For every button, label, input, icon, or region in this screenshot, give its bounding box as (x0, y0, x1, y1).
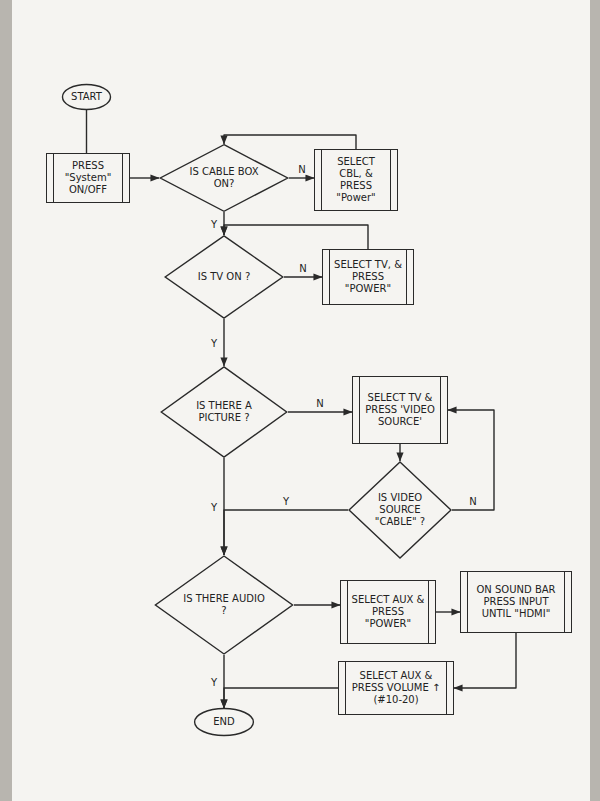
text-wrap: IS THERE A PICTURE ? (186, 400, 263, 424)
flow-connector (224, 135, 356, 149)
branch-label: Y (209, 338, 219, 349)
node-text: ON SOUND BAR PRESS INPUT UNTIL "HDMI" (471, 584, 561, 620)
diamond-shape (155, 556, 292, 654)
side-bar (406, 250, 407, 304)
text-wrap: SELECT CBL, & PRESS "Power" (325, 156, 387, 204)
branch-label: N (297, 263, 308, 274)
diamond-shape (165, 236, 283, 318)
node-text: START (71, 91, 102, 103)
text-wrap: IS THERE AUDIO ? (182, 593, 266, 617)
side-bar (122, 154, 123, 202)
text-wrap: ON SOUND BAR PRESS INPUT UNTIL "HDMI" (471, 584, 561, 620)
flow-connector (454, 633, 516, 688)
diamond-shape (349, 462, 451, 558)
text-wrap: SELECT AUX & PRESS "POWER" (351, 594, 425, 630)
process-box: PRESS "System" ON/OFF (46, 153, 130, 203)
flow-connector (224, 510, 348, 555)
process-box: SELECT AUX & PRESS VOLUME ↑ (#10-20) (338, 661, 454, 715)
side-bar (329, 250, 330, 304)
text-wrap: SELECT AUX & PRESS VOLUME ↑ (#10-20) (349, 670, 443, 706)
terminal-oval: END (194, 708, 254, 736)
branch-label: Y (209, 677, 219, 688)
text-wrap: PRESS "System" ON/OFF (57, 160, 119, 196)
text-wrap: SELECT TV, & PRESS "POWER" (333, 259, 403, 295)
side-bar (345, 662, 346, 714)
side-bar (359, 377, 360, 443)
process-box: ON SOUND BAR PRESS INPUT UNTIL "HDMI" (460, 571, 572, 633)
diamond-shape (160, 145, 287, 212)
paper-sheet (12, 0, 590, 801)
decision-diamond: IS TV ON ? (164, 235, 284, 319)
node-text: IS THERE AUDIO ? (182, 593, 266, 617)
branch-label: Y (209, 219, 219, 230)
text-wrap: IS VIDEO SOURCE "CABLE" ? (369, 492, 431, 528)
flow-connector (223, 458, 224, 555)
diamond-shape (161, 367, 286, 457)
decision-diamond: IS THERE AUDIO ? (154, 555, 294, 655)
flow-connector (223, 655, 224, 708)
flow-connector (436, 611, 460, 612)
side-bar (390, 150, 391, 210)
flow-connector (224, 225, 368, 249)
decision-diamond: IS VIDEO SOURCE "CABLE" ? (348, 461, 452, 559)
side-bar (564, 572, 565, 632)
terminal-oval: START (62, 84, 111, 110)
node-text: PRESS "System" ON/OFF (57, 160, 119, 196)
process-box: SELECT CBL, & PRESS "Power" (314, 149, 398, 211)
side-bar (321, 150, 322, 210)
branch-label: Y (209, 502, 219, 513)
decision-diamond: IS THERE A PICTURE ? (160, 366, 288, 458)
process-box: SELECT AUX & PRESS "POWER" (340, 580, 436, 644)
flow-connector (289, 177, 314, 178)
text-wrap: END (213, 716, 235, 728)
node-text: END (213, 716, 235, 728)
side-bar (446, 662, 447, 714)
flow-connector (223, 319, 224, 366)
flow-connector (130, 177, 159, 178)
flow-connector (399, 444, 400, 461)
oval-shape (195, 709, 254, 736)
node-text: SELECT AUX & PRESS VOLUME ↑ (#10-20) (349, 670, 443, 706)
side-bar (347, 581, 348, 643)
branch-label: N (314, 398, 325, 409)
text-wrap: SELECT TV & PRESS 'VIDEO SOURCE' (363, 392, 437, 428)
node-text: IS CABLE BOX ON? (185, 166, 263, 190)
node-text: IS THERE A PICTURE ? (186, 400, 263, 424)
node-text: IS TV ON ? (188, 271, 260, 283)
text-wrap: IS CABLE BOX ON? (185, 166, 263, 190)
side-bar (467, 572, 468, 632)
flow-connector (448, 410, 494, 510)
flow-connector (224, 688, 338, 708)
branch-label: Y (281, 496, 291, 507)
side-bar (440, 377, 441, 443)
branch-label: N (467, 496, 478, 507)
decision-diamond: IS CABLE BOX ON? (159, 144, 289, 212)
node-text: SELECT AUX & PRESS "POWER" (351, 594, 425, 630)
node-text: SELECT TV & PRESS 'VIDEO SOURCE' (363, 392, 437, 428)
node-text: IS VIDEO SOURCE "CABLE" ? (369, 492, 431, 528)
oval-shape (62, 85, 110, 110)
text-wrap: START (71, 91, 102, 103)
node-text: SELECT CBL, & PRESS "Power" (325, 156, 387, 204)
flow-connector (288, 411, 352, 412)
side-bar (428, 581, 429, 643)
process-box: SELECT TV & PRESS 'VIDEO SOURCE' (352, 376, 448, 444)
node-text: SELECT TV, & PRESS "POWER" (333, 259, 403, 295)
flow-connector (284, 276, 322, 277)
flow-connector (294, 604, 340, 605)
side-bar (53, 154, 54, 202)
text-wrap: IS TV ON ? (188, 271, 260, 283)
branch-label: N (296, 164, 307, 175)
process-box: SELECT TV, & PRESS "POWER" (322, 249, 414, 305)
flow-connector (86, 110, 87, 153)
